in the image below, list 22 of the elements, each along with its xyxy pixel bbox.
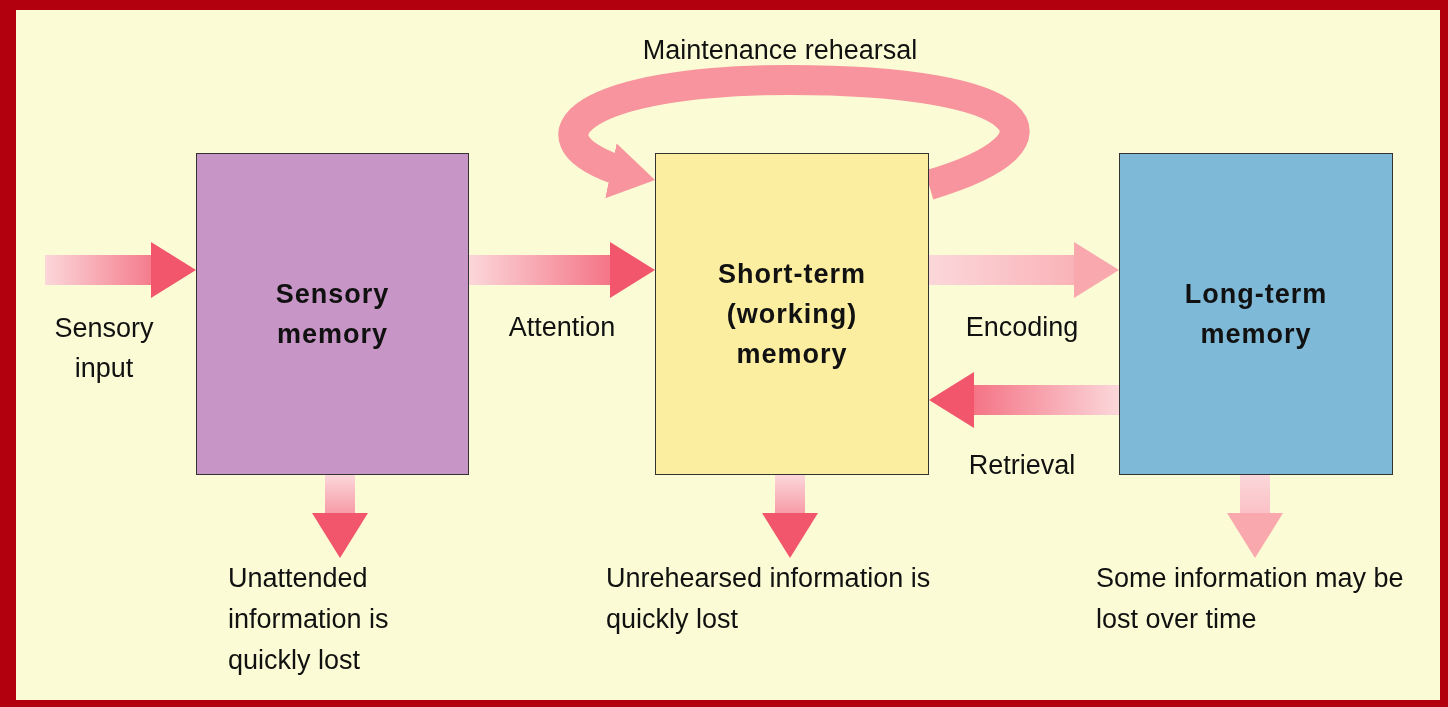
arrow: [929, 242, 1119, 298]
edge-label: Attention: [508, 311, 616, 344]
note-text: Some information may be lost over time: [1096, 558, 1436, 644]
box-title: Short-term (working) memory: [717, 258, 867, 371]
edge-label: Maintenance rehearsal: [642, 34, 918, 67]
edge-label: Encoding: [965, 311, 1079, 344]
arrow: [762, 475, 818, 558]
arrow: [312, 475, 368, 558]
memory-box: [196, 153, 469, 475]
arrow: [929, 372, 1119, 428]
box-title: Long-term memory: [1183, 278, 1329, 351]
arrow: [469, 242, 655, 298]
arrow: [1227, 475, 1283, 558]
note-text: Unattended information is quickly lost: [228, 558, 463, 684]
edge-label: Retrieval: [968, 449, 1076, 482]
memory-box: [655, 153, 929, 475]
edge-label: Sensory input: [53, 312, 155, 385]
memory-box: [1119, 153, 1393, 475]
arrow: [559, 65, 1029, 200]
arrow: [45, 242, 196, 298]
box-title: Sensory memory: [274, 278, 391, 351]
note-text: Unrehearsed information is quickly lost: [606, 558, 961, 644]
